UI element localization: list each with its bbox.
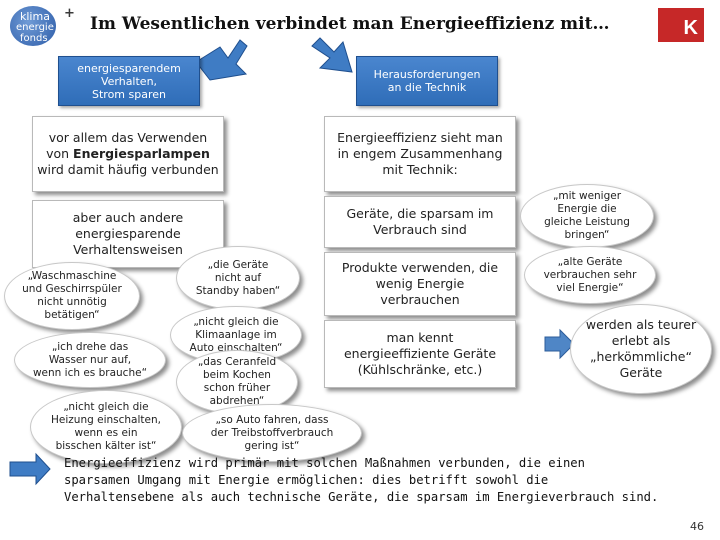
- summary-text: Energieeffizienz wird primär mit solchen…: [64, 456, 659, 504]
- quote-ceranfeld-text: „das Ceranfeld beim Kochen schon früher …: [197, 356, 277, 407]
- quote-autofahren-text: „so Auto fahren, dass der Treibstoffverb…: [210, 413, 334, 452]
- panel-text-bold: Energiesparlampen: [73, 146, 210, 161]
- panel-technik-zusammenhang-text: Energieeffizienz sieht man in engem Zusa…: [337, 130, 503, 177]
- arrow-summary: [9, 452, 51, 486]
- quote-heizung-text: „nicht gleich die Heizung einschalten, w…: [51, 401, 161, 452]
- logo-line-3: fonds: [20, 33, 48, 44]
- panel-text-prefix: vor allem das Verwenden von: [46, 130, 208, 161]
- arrow-left-down: [195, 39, 248, 81]
- panel-verhaltensweisen: aber auch andere energiesparende Verhalt…: [32, 200, 224, 268]
- quote-teurer-text: werden als teurer erlebt als „herkömmlic…: [585, 317, 697, 380]
- quote-wasser-text: „ich drehe das Wasser nur auf, wenn ich …: [32, 340, 148, 379]
- panel-sparsame-geraete: Geräte, die sparsam im Verbrauch sind: [324, 196, 516, 248]
- panel-effiziente-geraete: man kennt energieeffiziente Geräte (Kühl…: [324, 320, 516, 388]
- klimafonds-logo: klima energie fonds +: [6, 4, 75, 48]
- quote-standby-text: „die Geräte nicht auf Standby haben“: [195, 258, 281, 297]
- arrow-right-technik: [544, 328, 575, 360]
- quote-standby: „die Geräte nicht auf Standby haben“: [176, 246, 300, 310]
- quote-waschmaschine: „Waschmaschine und Geschirrspüler nicht …: [4, 262, 140, 330]
- quote-weniger-energie: „mit weniger Energie die gleiche Leistun…: [520, 184, 654, 248]
- quote-heizung: „nicht gleich die Heizung einschalten, w…: [30, 390, 182, 464]
- logo-plus: +: [64, 6, 75, 21]
- quote-alte-geraete: „alte Geräte verbrauchen sehr viel Energ…: [524, 246, 656, 304]
- quote-autofahren: „so Auto fahren, dass der Treibstoffverb…: [182, 404, 362, 462]
- quote-alte-geraete-text: „alte Geräte verbrauchen sehr viel Energ…: [543, 255, 637, 294]
- panel-produkte-verwenden-text: Produkte verwenden, die wenig Energie ve…: [341, 260, 499, 307]
- panel-energiesparlampen-text: vor allem das Verwenden von Energiesparl…: [37, 130, 218, 178]
- quote-waschmaschine-text: „Waschmaschine und Geschirrspüler nicht …: [22, 270, 122, 321]
- panel-text-suffix: wird damit häufig verbunden: [37, 162, 219, 177]
- logo-line-2: energie: [16, 22, 54, 33]
- category-technik-label: Herausforderungen an die Technik: [373, 68, 481, 94]
- panel-produkte-verwenden: Produkte verwenden, die wenig Energie ve…: [324, 252, 516, 316]
- category-verhalten-label: energiesparendem Verhalten, Strom sparen: [77, 61, 181, 101]
- panel-energiesparlampen: vor allem das Verwenden von Energiesparl…: [32, 116, 224, 192]
- arrow-right-down: [311, 37, 353, 73]
- quote-teurer: werden als teurer erlebt als „herkömmlic…: [570, 304, 712, 394]
- quote-weniger-energie-text: „mit weniger Energie die gleiche Leistun…: [544, 190, 630, 241]
- logo-line-1: klima: [20, 10, 50, 23]
- category-technik: Herausforderungen an die Technik: [356, 56, 498, 106]
- quote-wasser: „ich drehe das Wasser nur auf, wenn ich …: [14, 332, 166, 388]
- panel-effiziente-geraete-text: man kennt energieeffiziente Geräte (Kühl…: [343, 330, 497, 377]
- panel-technik-zusammenhang: Energieeffizienz sieht man in engem Zusa…: [324, 116, 516, 192]
- page-number: 46: [690, 520, 704, 533]
- category-verhalten: energiesparendem Verhalten, Strom sparen: [58, 56, 200, 106]
- panel-sparsame-geraete-text: Geräte, die sparsam im Verbrauch sind: [346, 206, 494, 237]
- panel-verhaltensweisen-text: aber auch andere energiesparende Verhalt…: [72, 210, 184, 257]
- k-badge: K: [658, 8, 704, 42]
- quote-klimaanlage-text: „nicht gleich die Klimaanlage im Auto ei…: [189, 315, 283, 354]
- logo-circle: [10, 6, 56, 46]
- page-title: Im Wesentlichen verbindet man Energieeff…: [90, 14, 610, 34]
